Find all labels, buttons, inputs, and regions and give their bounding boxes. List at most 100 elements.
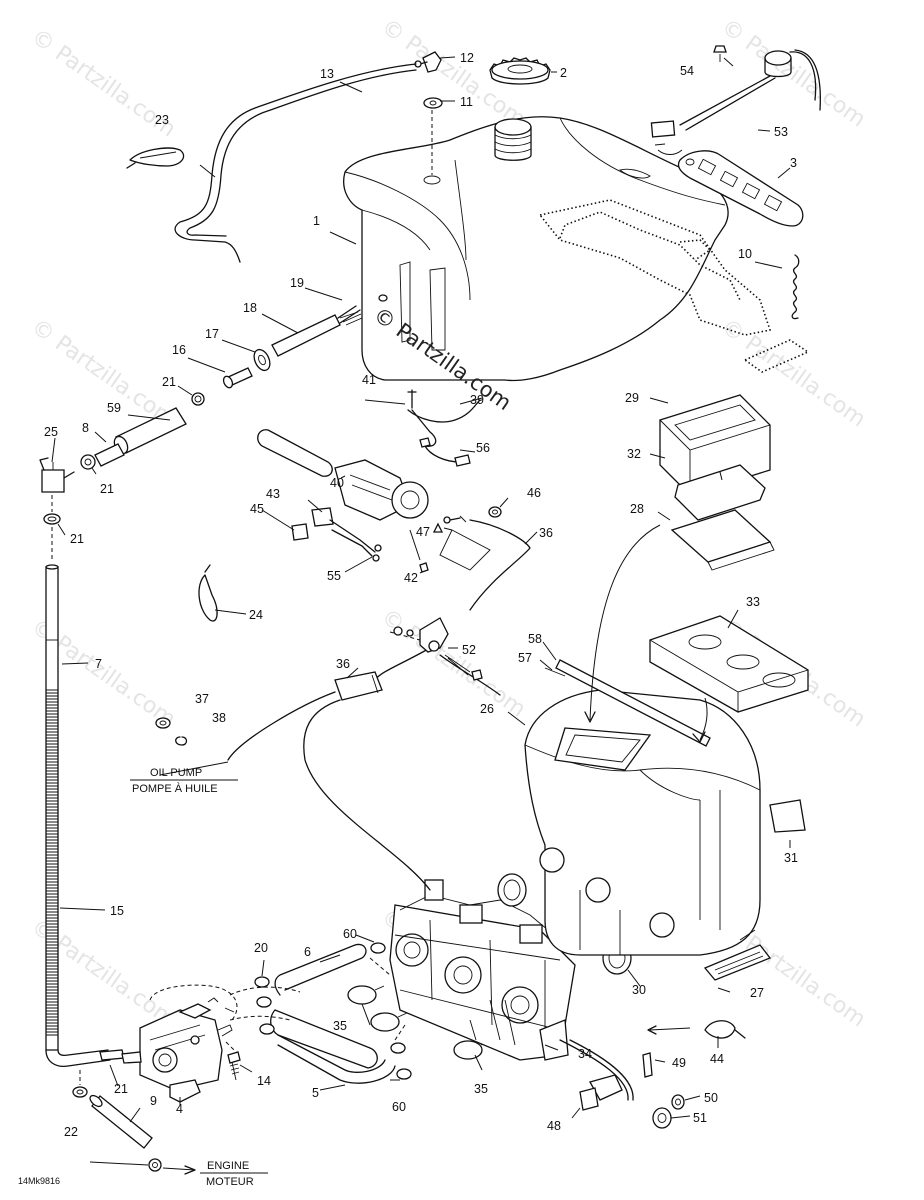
callout-55: 55 bbox=[327, 569, 341, 583]
washers-37-38 bbox=[155, 717, 188, 746]
callout-41: 41 bbox=[362, 373, 376, 387]
callout-25: 25 bbox=[44, 425, 58, 439]
callout-57: 57 bbox=[518, 651, 532, 665]
engine-caption-fr: MOTEUR bbox=[206, 1176, 254, 1188]
callout-39: 39 bbox=[470, 393, 484, 407]
callout-35-right: 35 bbox=[474, 1082, 488, 1096]
oil-pump-pointer bbox=[159, 761, 229, 776]
callout-19: 19 bbox=[290, 276, 304, 290]
callout-56: 56 bbox=[476, 441, 490, 455]
callout-47: 47 bbox=[416, 525, 430, 539]
throttle-wiring bbox=[407, 389, 481, 467]
callout-40: 40 bbox=[330, 476, 344, 490]
callout-28: 28 bbox=[630, 502, 644, 516]
callout-7: 7 bbox=[95, 657, 102, 671]
callout-58: 58 bbox=[528, 632, 542, 646]
fuel-cap bbox=[489, 57, 551, 85]
assembly-guides bbox=[584, 524, 708, 743]
callout-8: 8 bbox=[82, 421, 89, 435]
callout-31: 31 bbox=[784, 851, 798, 865]
fuel-pump bbox=[99, 984, 241, 1103]
fuel-pickup-assembly bbox=[39, 305, 363, 560]
callout-48: 48 bbox=[547, 1119, 561, 1133]
callout-37: 37 bbox=[195, 692, 209, 706]
watermark-faint: © Partzilla.com bbox=[717, 14, 870, 132]
callout-32: 32 bbox=[627, 447, 641, 461]
fuel-tank bbox=[343, 116, 772, 382]
callout-15: 15 bbox=[110, 904, 124, 918]
watermark-main: © Partzilla.com bbox=[369, 302, 516, 415]
outlet-hose bbox=[72, 1070, 196, 1175]
cable-end-parts bbox=[432, 506, 502, 533]
callout-33: 33 bbox=[746, 595, 760, 609]
callout-5: 5 bbox=[312, 1086, 319, 1100]
cable-tie-24 bbox=[198, 564, 218, 622]
tank-spring bbox=[791, 254, 800, 320]
callout-45: 45 bbox=[250, 502, 264, 516]
cable-bracket bbox=[389, 617, 483, 681]
callout-44: 44 bbox=[710, 1052, 724, 1066]
engine-caption-en: ENGINE bbox=[207, 1160, 249, 1172]
callout-17: 17 bbox=[205, 327, 219, 341]
callout-26: 26 bbox=[480, 702, 494, 716]
callout-6: 6 bbox=[304, 945, 311, 959]
callout-21-clamp: 21 bbox=[70, 532, 84, 546]
callout-2: 2 bbox=[560, 66, 567, 80]
watermark-faint: © Partzilla.com bbox=[27, 314, 180, 432]
callouts: 1 2 3 4 5 6 7 8 9 10 11 12 13 14 15 16 1… bbox=[44, 51, 798, 1139]
callout-27: 27 bbox=[750, 986, 764, 1000]
callout-50: 50 bbox=[704, 1091, 718, 1105]
callout-1: 1 bbox=[313, 214, 320, 228]
callout-34: 34 bbox=[578, 1047, 592, 1061]
callout-20: 20 bbox=[254, 941, 268, 955]
callout-52: 52 bbox=[462, 643, 476, 657]
vent-hose bbox=[174, 63, 467, 263]
callout-23: 23 bbox=[155, 113, 169, 127]
callout-51: 51 bbox=[693, 1111, 707, 1125]
fuel-hose bbox=[45, 564, 111, 1068]
callout-59: 59 bbox=[107, 401, 121, 415]
oil-pump-caption-fr: POMPE À HUILE bbox=[132, 782, 218, 795]
drawing-code: 14Mk9816 bbox=[18, 1176, 60, 1186]
callout-35-left: 35 bbox=[333, 1019, 347, 1033]
captions: OIL PUMP POMPE À HUILE ENGINE MOTEUR 14M… bbox=[18, 767, 268, 1188]
tank-strap bbox=[677, 150, 804, 227]
callout-9: 9 bbox=[150, 1094, 157, 1108]
callout-16: 16 bbox=[172, 343, 186, 357]
callout-46: 46 bbox=[527, 486, 541, 500]
callout-21-upper: 21 bbox=[162, 375, 176, 389]
callout-60-lower: 60 bbox=[392, 1100, 406, 1114]
callout-4: 4 bbox=[176, 1102, 183, 1116]
callout-42: 42 bbox=[404, 571, 418, 585]
leader-lines bbox=[51, 56, 791, 1123]
callout-54: 54 bbox=[680, 64, 694, 78]
callout-21-lower: 21 bbox=[114, 1082, 128, 1096]
throttle-switch-harness bbox=[291, 507, 429, 573]
callout-21-valve: 21 bbox=[100, 482, 114, 496]
callout-3: 3 bbox=[790, 156, 797, 170]
fuel-level-sender bbox=[650, 45, 821, 155]
callout-13: 13 bbox=[320, 67, 334, 81]
callout-43: 43 bbox=[266, 487, 280, 501]
choke-parts bbox=[559, 1020, 746, 1129]
callout-49: 49 bbox=[672, 1056, 686, 1070]
callout-30: 30 bbox=[632, 983, 646, 997]
air-silencer bbox=[524, 689, 761, 956]
throttle-housing bbox=[257, 429, 429, 521]
silencer-accessories bbox=[544, 394, 809, 981]
callout-11: 11 bbox=[460, 95, 473, 109]
callout-18: 18 bbox=[243, 301, 257, 315]
oil-pump-caption-en: OIL PUMP bbox=[150, 767, 202, 779]
callout-36-upper: 36 bbox=[539, 526, 553, 540]
callout-24: 24 bbox=[249, 608, 263, 622]
callout-38: 38 bbox=[212, 711, 226, 725]
callout-36-lower: 36 bbox=[336, 657, 350, 671]
callout-22: 22 bbox=[64, 1125, 78, 1139]
callout-14: 14 bbox=[257, 1074, 271, 1088]
cable-tie-23 bbox=[126, 147, 185, 169]
callout-10: 10 bbox=[738, 247, 752, 261]
callout-60-upper: 60 bbox=[343, 927, 357, 941]
callout-29: 29 bbox=[625, 391, 639, 405]
callout-12: 12 bbox=[460, 51, 474, 65]
